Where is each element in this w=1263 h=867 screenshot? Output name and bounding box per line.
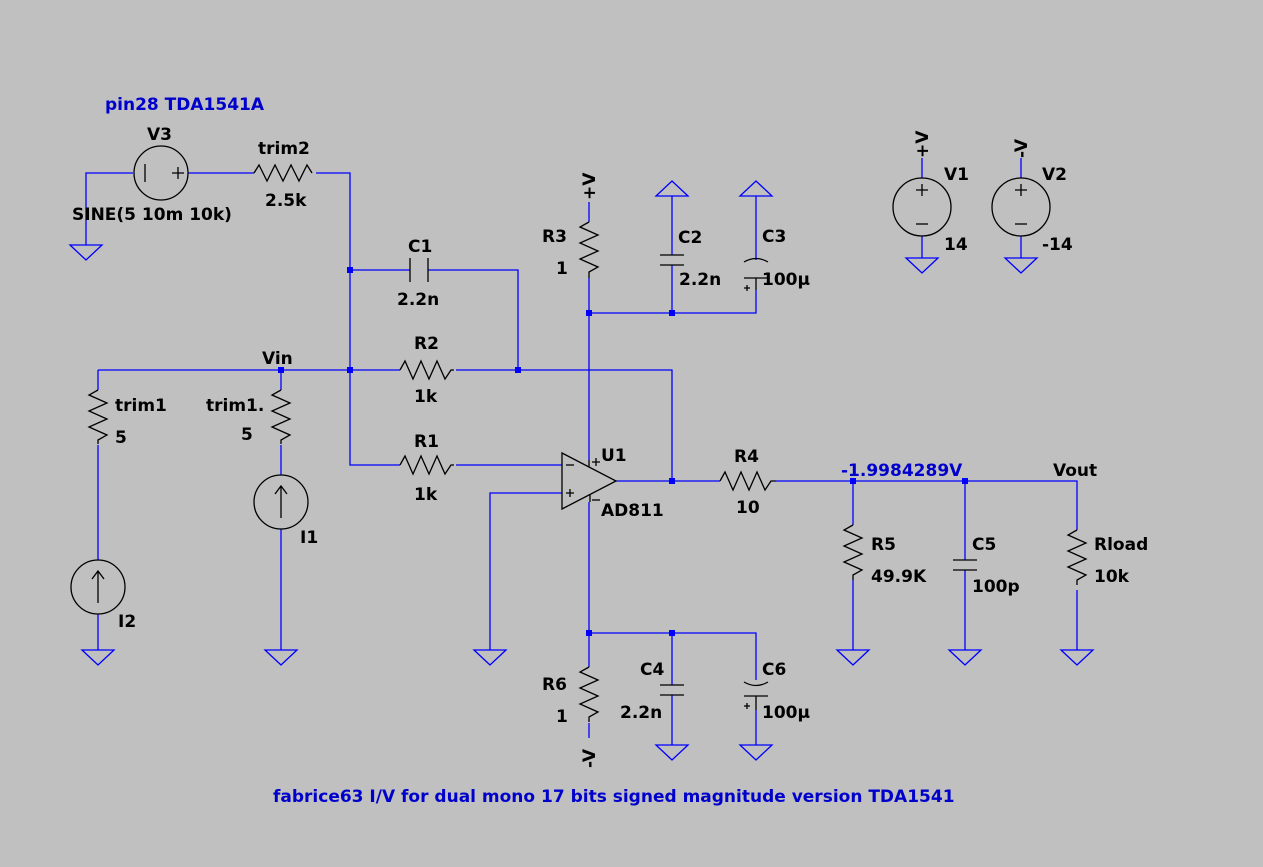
v2-vminus-label: -V [1012, 138, 1032, 158]
r5-name: R5 [871, 535, 896, 555]
c6-name: C6 [762, 660, 786, 680]
v2-voltage-source [991, 177, 1051, 237]
vout-net-label: Vout [1053, 461, 1097, 481]
c4-value: 2.2n [620, 703, 662, 723]
r6-vminus-label: -V [580, 748, 600, 768]
c4-capacitor [660, 684, 684, 696]
r3-value: 1 [556, 259, 568, 279]
c1-value: 2.2n [397, 290, 439, 310]
v3-voltage-source [133, 145, 189, 201]
r1-resistor [399, 454, 454, 476]
measured-voltage-label: -1.9984289V [841, 461, 963, 481]
c5-capacitor [953, 559, 977, 571]
trim1b-name: trim1. [206, 396, 264, 416]
v1-name: V1 [944, 165, 969, 185]
u1-value: AD811 [601, 501, 664, 521]
r2-name: R2 [414, 334, 439, 354]
r4-value: 10 [736, 498, 760, 518]
trim1-resistor [87, 389, 109, 444]
wires [85, 158, 1078, 745]
junction-dots [278, 267, 968, 636]
r2-value: 1k [414, 387, 438, 407]
r2-resistor [399, 359, 454, 381]
v3-name: V3 [147, 125, 172, 145]
trim1b-resistor [270, 389, 292, 444]
power-flags [654, 180, 774, 197]
c6-capacitor [743, 681, 769, 710]
c4-name: C4 [640, 660, 664, 680]
c3-capacitor [743, 257, 769, 291]
r6-name: R6 [542, 675, 567, 695]
header-note: pin28 TDA1541A [105, 95, 265, 115]
c2-value: 2.2n [679, 270, 721, 290]
c6-value: 100µ [762, 703, 810, 723]
r5-resistor [842, 524, 864, 580]
r6-resistor [578, 666, 600, 722]
rload-resistor [1066, 529, 1088, 585]
trim2-value: 2.5k [265, 191, 307, 211]
v2-name: V2 [1042, 165, 1067, 185]
trim1b-value: 5 [241, 425, 253, 445]
r1-value: 1k [414, 485, 438, 505]
i2-current-source [70, 559, 126, 615]
rload-name: Rload [1094, 535, 1148, 555]
c5-name: C5 [972, 535, 996, 555]
trim2-resistor [253, 163, 313, 183]
footer-note: fabrice63 I/V for dual mono 17 bits sign… [273, 787, 955, 807]
v3-value: SINE(5 10m 10k) [72, 205, 232, 225]
r4-resistor [719, 470, 776, 492]
c3-value: 100µ [762, 270, 810, 290]
trim1-value: 5 [115, 428, 127, 448]
r3-name: R3 [542, 227, 567, 247]
r5-value: 49.9K [871, 567, 927, 587]
r1-name: R1 [414, 432, 439, 452]
vin-net-label: Vin [262, 349, 293, 369]
i1-current-source [253, 474, 309, 530]
v1-value: 14 [944, 235, 968, 255]
i2-name: I2 [118, 612, 136, 632]
v1-voltage-source [892, 177, 952, 237]
rload-value: 10k [1094, 567, 1130, 587]
c5-value: 100p [972, 577, 1020, 597]
u1-name: U1 [601, 446, 627, 466]
trim1-name: trim1 [115, 396, 167, 416]
v1-vplus-label: +V [913, 130, 933, 158]
i1-name: I1 [300, 528, 318, 548]
r3-resistor [578, 221, 600, 278]
c2-name: C2 [678, 228, 702, 248]
u1-opamp [561, 451, 618, 511]
ground-symbols [68, 244, 1095, 761]
trim2-name: trim2 [258, 139, 310, 159]
r4-name: R4 [734, 447, 759, 467]
c2-capacitor [660, 254, 684, 266]
c1-capacitor [409, 258, 429, 282]
v2-value: -14 [1042, 235, 1073, 255]
c1-name: C1 [408, 237, 432, 257]
c3-name: C3 [762, 227, 786, 247]
r6-value: 1 [556, 707, 568, 727]
r3-vplus-label: +V [580, 172, 600, 200]
